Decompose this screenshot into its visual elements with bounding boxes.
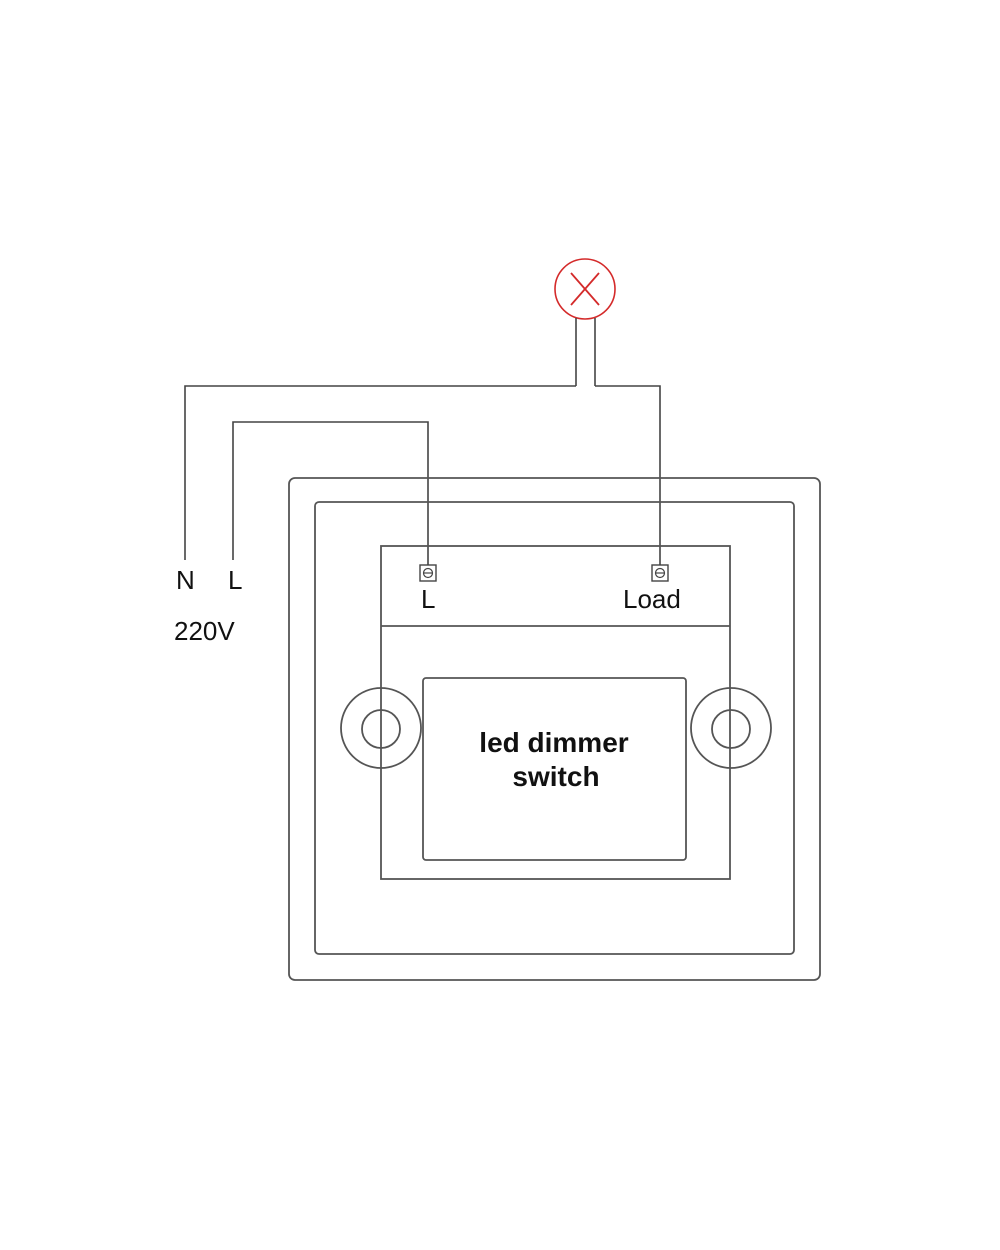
- mounting-hole-left-icon: [340, 687, 422, 769]
- dimmer-face: [422, 677, 687, 861]
- live-label: L: [228, 565, 242, 595]
- neutral-label: N: [176, 565, 195, 595]
- faceplate-inner: [314, 501, 795, 955]
- terminal-l-label: L: [421, 584, 435, 614]
- lamp-icon: [554, 258, 616, 320]
- terminal-load-screw-icon: [651, 564, 669, 582]
- live-wire: [232, 421, 429, 565]
- lamp-leads: [575, 318, 596, 386]
- load-wire: [595, 385, 661, 565]
- switch-module: [380, 545, 731, 880]
- mounting-hole-right-icon: [690, 687, 772, 769]
- switch-title-line2: switch: [512, 761, 599, 792]
- voltage-label: 220V: [174, 616, 235, 646]
- terminal-load-label: Load: [623, 584, 681, 614]
- neutral-wire: [184, 385, 576, 560]
- faceplate-outer: [288, 477, 821, 981]
- switch-title-line1: led dimmer: [479, 727, 628, 758]
- terminal-l-screw-icon: [419, 564, 437, 582]
